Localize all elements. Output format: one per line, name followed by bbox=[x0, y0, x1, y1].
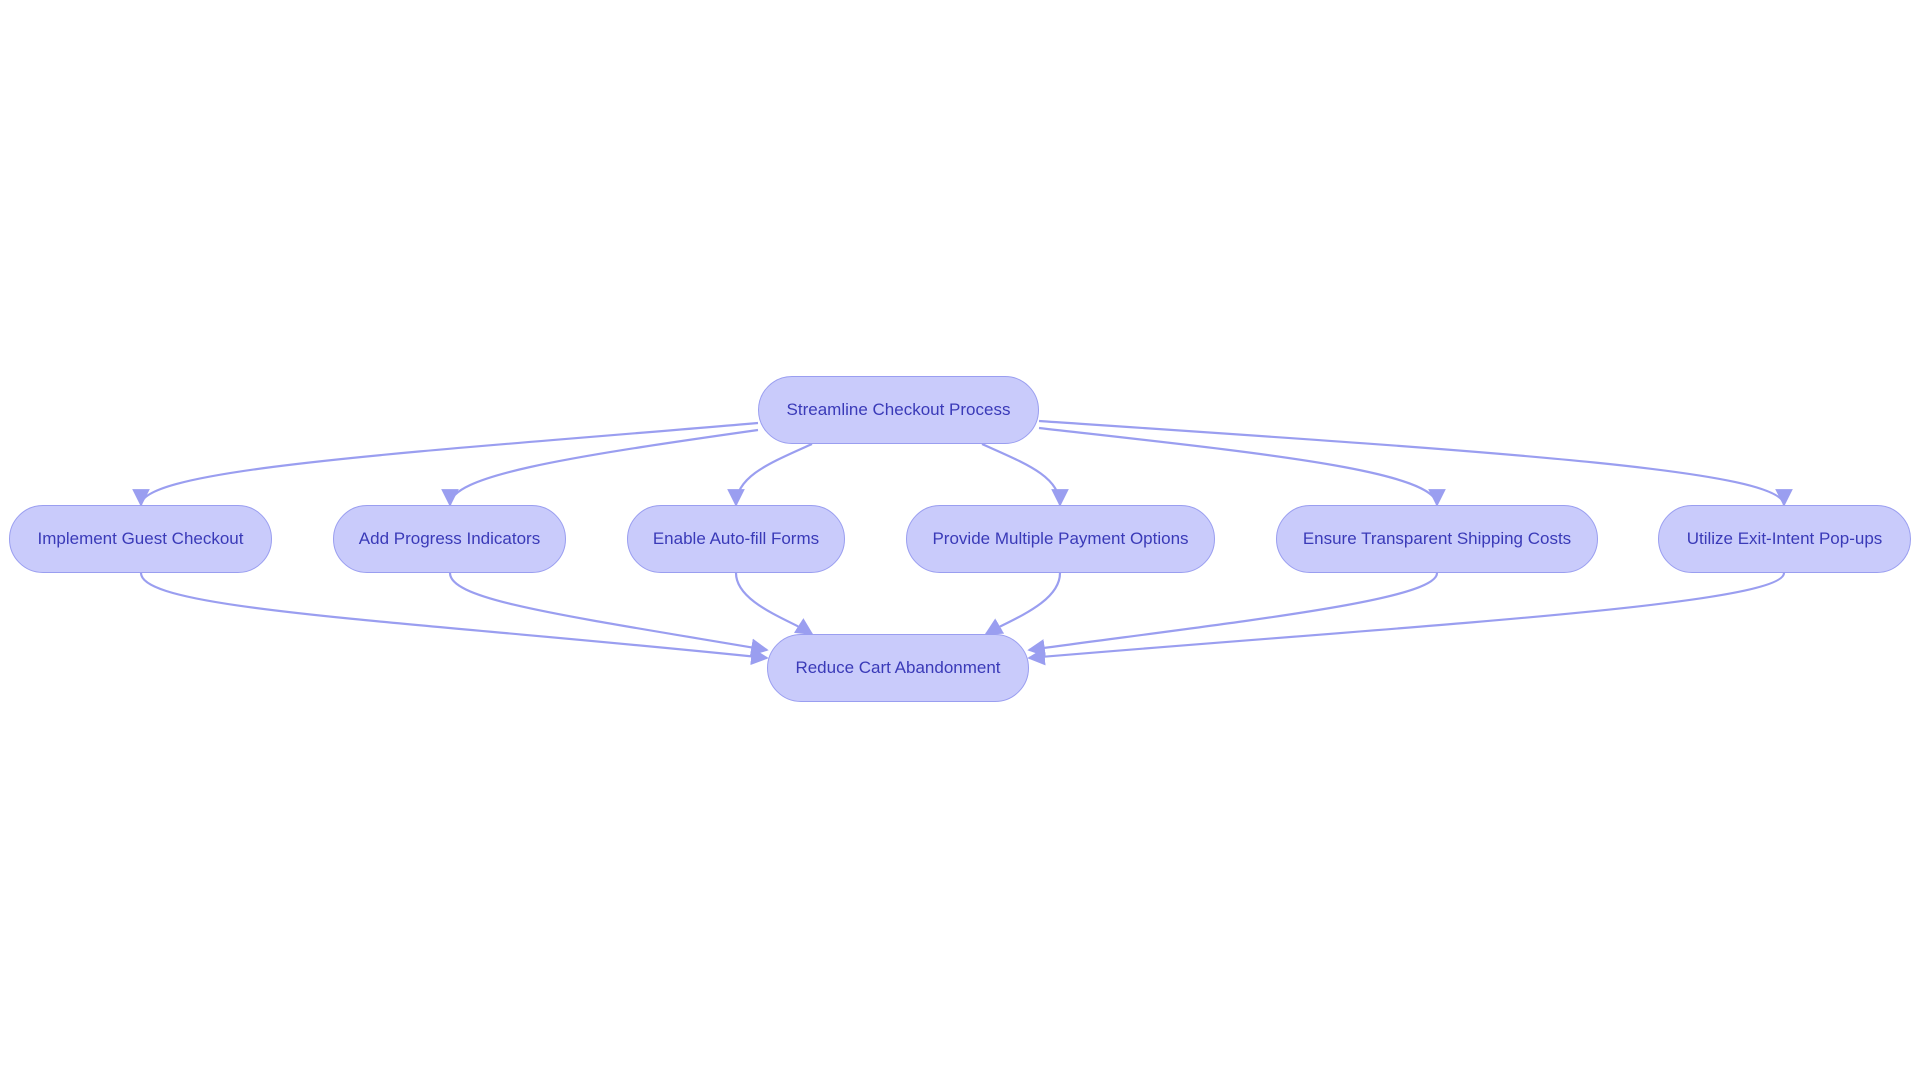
edge-root-to-payment-options bbox=[981, 442, 1069, 507]
node-add-progress-indicators[interactable]: Add Progress Indicators bbox=[333, 505, 566, 573]
node-reduce-cart-abandonment[interactable]: Reduce Cart Abandonment bbox=[767, 634, 1029, 702]
edge-progress-indicators-to-target bbox=[448, 572, 769, 657]
node-implement-guest-checkout[interactable]: Implement Guest Checkout bbox=[9, 505, 272, 573]
node-ensure-transparent-shipping-costs[interactable]: Ensure Transparent Shipping Costs bbox=[1276, 505, 1598, 573]
node-streamline-checkout-process[interactable]: Streamline Checkout Process bbox=[758, 376, 1039, 444]
edge-root-to-shipping-costs bbox=[1038, 426, 1446, 507]
edge-auto-fill-forms-to-target bbox=[734, 572, 814, 635]
edge-root-to-progress-indicators bbox=[441, 428, 759, 507]
node-enable-auto-fill-forms[interactable]: Enable Auto-fill Forms bbox=[627, 505, 845, 573]
edge-guest-checkout-to-target bbox=[139, 572, 769, 666]
edge-payment-options-to-target bbox=[984, 572, 1062, 635]
node-utilize-exit-intent-pop-ups[interactable]: Utilize Exit-Intent Pop-ups bbox=[1658, 505, 1911, 573]
node-provide-multiple-payment-options[interactable]: Provide Multiple Payment Options bbox=[906, 505, 1215, 573]
edge-exit-intent-popups-to-target bbox=[1027, 572, 1786, 666]
edge-root-to-exit-intent-popups bbox=[1038, 419, 1793, 507]
edge-root-to-auto-fill-forms bbox=[727, 442, 813, 507]
edge-shipping-costs-to-target bbox=[1027, 572, 1439, 657]
edge-root-to-guest-checkout bbox=[132, 421, 759, 507]
